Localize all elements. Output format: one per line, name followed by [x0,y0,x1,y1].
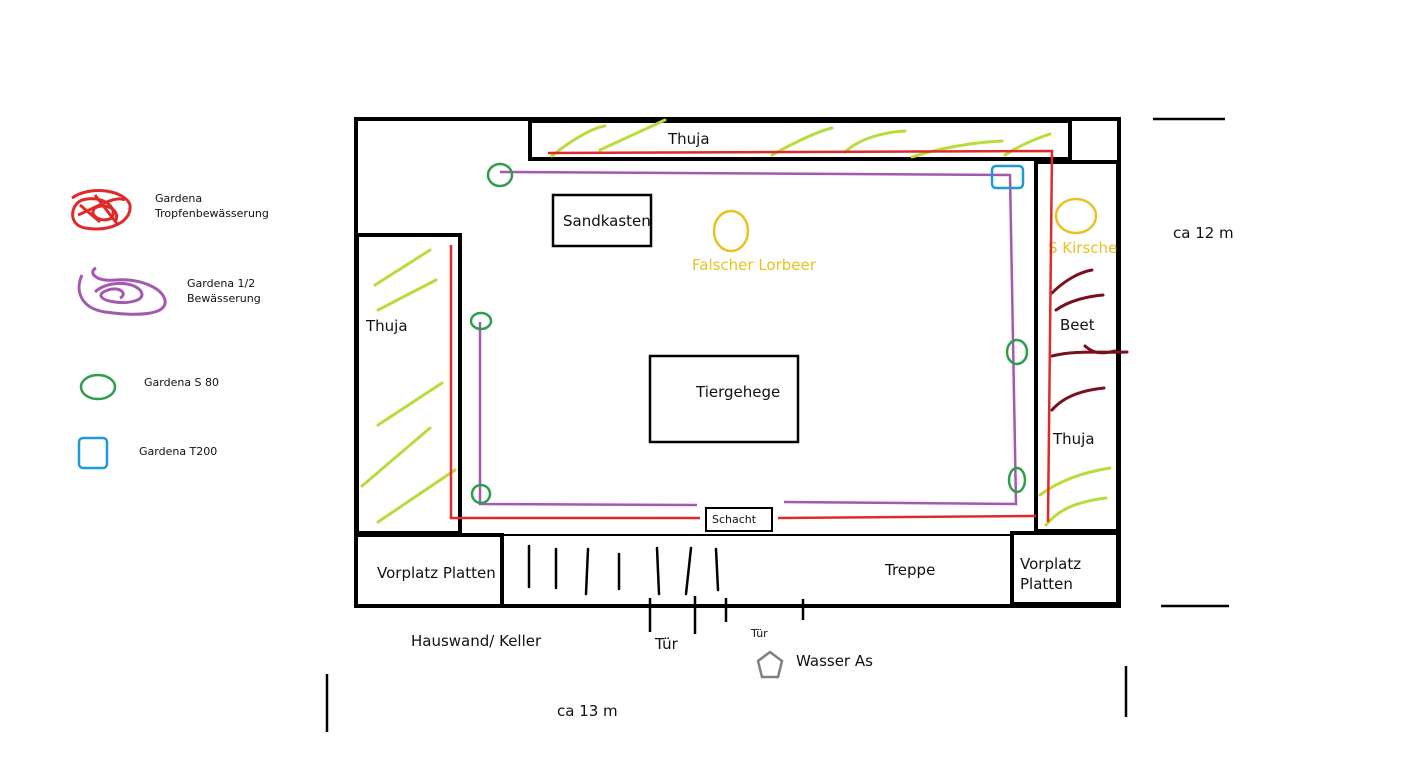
vorplatz-left-label: Vorplatz Platten [377,564,496,582]
s80-sprinkler-icon [486,162,514,188]
kirsche-label: S Kirsche [1048,239,1117,257]
tiergehege-box [648,354,800,444]
beet-strokes [1050,268,1129,412]
water-faucet-icon [756,650,784,679]
t200-sprinkler-icon [990,164,1025,190]
hauswand-label: Hauswand/ Keller [411,632,542,650]
thuja-left-label: Thuja [365,317,408,335]
s80-sprinkler-icon [1007,466,1027,494]
stair-steps [527,544,720,596]
width-dimension-label: ca 13 m [557,702,618,720]
tuer-2-label: Tür [750,627,768,640]
s80-sprinkler-icon [469,311,493,331]
legend-half-inch-swatch [77,266,167,316]
s80-sprinkler-icon [1005,338,1029,366]
thuja-left-area [355,233,462,535]
thuja-right-strokes [1038,466,1112,527]
legend-t200-icon [77,436,109,470]
vorplatz-left-box [354,533,504,608]
half-inch-irrigation-line [478,170,1018,507]
schacht-box [705,507,773,532]
height-dimension-label: ca 12 m [1173,224,1234,242]
treppe-label: Treppe [884,561,935,579]
legend-s80-label: Gardena S 80 [144,376,219,389]
s80-sprinklers [469,162,1029,505]
plot-border [354,117,1121,608]
thuja-top-area [528,119,1072,161]
tiergehege-label: Tiergehege [695,383,780,401]
thuja-left-strokes [360,248,457,524]
beet-label: Beet [1060,316,1095,334]
thuja-right-label: Thuja [1052,430,1095,448]
schacht-label: Schacht [712,513,757,526]
legend-s80-icon [79,373,117,401]
drip-irrigation-line [449,149,1054,523]
thuja-top-strokes [550,118,1052,159]
legend-t200-label: Gardena T200 [139,445,217,458]
wasser-label: Wasser As [796,652,873,670]
sandkasten-label: Sandkasten [563,212,651,230]
s80-sprinkler-icon [470,483,492,505]
falscher-lorbeer-tree-icon [712,209,750,253]
door-marks [648,596,805,634]
falscher-lorbeer-label: Falscher Lorbeer [692,256,817,274]
vorplatz-right-box [1010,531,1120,606]
thuja-top-label: Thuja [667,130,710,148]
kirsche-tree-icon [1054,197,1098,235]
legend-drip-swatch [71,189,132,231]
sandkasten-box [551,193,653,248]
tuer-1-label: Tür [654,635,679,653]
